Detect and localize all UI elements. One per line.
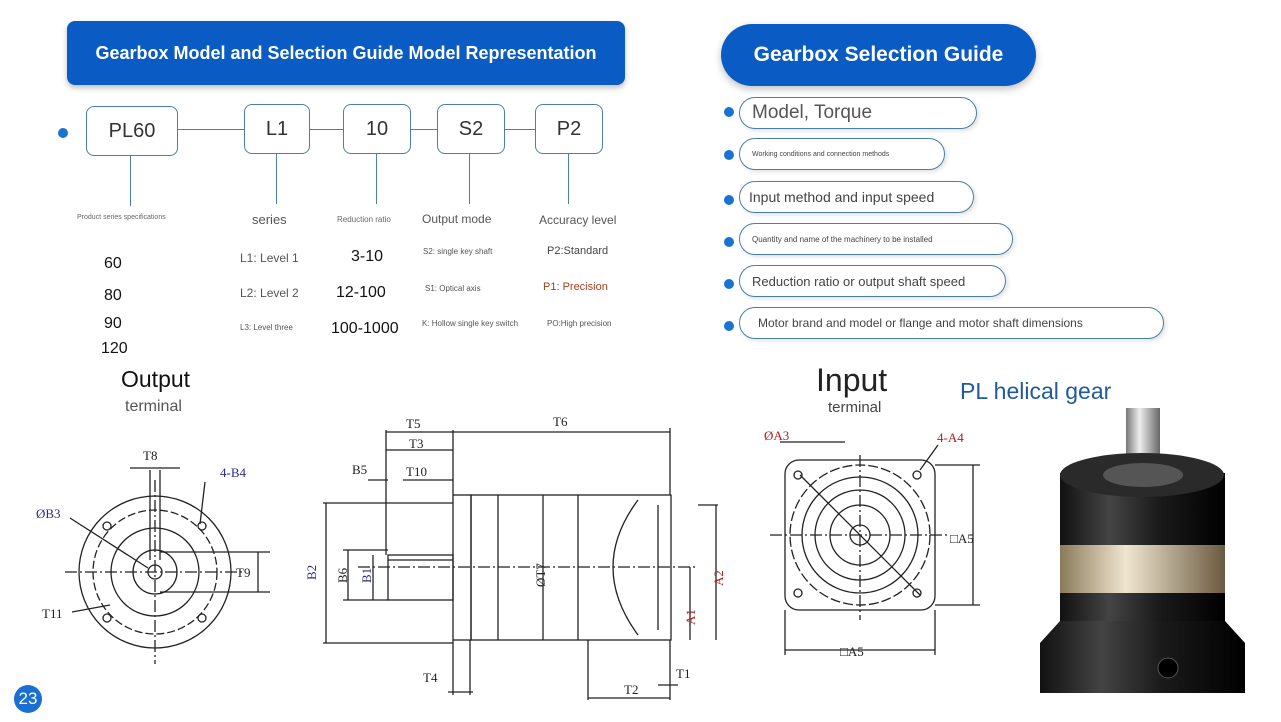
dim-a5-bottom: □A5	[840, 644, 864, 659]
leader-line	[568, 154, 569, 204]
guide-item: Model, Torque	[739, 97, 977, 129]
dim-t6: T6	[553, 414, 568, 429]
input-face-drawing: ØA3 4-A4 □A5 □A5	[764, 428, 980, 659]
side-view-drawing: T5 T3 T6 B5 T10 B2 B6 B1 ØT7 A2 A1 T4 T2…	[304, 414, 726, 700]
leader-line	[469, 154, 470, 204]
dim-t5: T5	[406, 416, 420, 431]
dim-b6: B6	[335, 567, 350, 583]
guide-item: Input method and input speed	[739, 181, 974, 213]
col-header: Output mode	[422, 212, 492, 226]
series-value: L1: Level 1	[240, 251, 299, 265]
dim-t4: T4	[423, 670, 438, 685]
bullet-icon	[724, 107, 734, 117]
accuracy-value: P1: Precision	[543, 281, 608, 293]
ratio-value: 100-1000	[331, 320, 399, 337]
dim-a4: 4-A4	[937, 430, 964, 445]
model-part-accuracy: P2	[535, 104, 603, 154]
dim-t7: ØT7	[533, 563, 548, 587]
col-header: Reduction ratio	[337, 215, 391, 224]
guide-item: Reduction ratio or output shaft speed	[739, 265, 1006, 297]
spec-value: 60	[104, 255, 122, 272]
ratio-value: 12-100	[336, 284, 386, 301]
output-subtitle: terminal	[125, 398, 182, 415]
spec-value: 120	[101, 340, 128, 357]
accuracy-value: P2:Standard	[547, 245, 609, 257]
col-header: Product series specifications	[77, 214, 166, 221]
guide-item: Quantity and name of the machinery to be…	[739, 223, 1013, 255]
model-part-level: L1	[244, 104, 310, 154]
bullet-icon	[724, 150, 734, 160]
model-part-series: PL60	[86, 106, 178, 156]
output-value: S2: single key shaft	[423, 247, 493, 256]
output-title: Output	[121, 366, 191, 392]
dim-t11: T11	[42, 606, 62, 621]
gearbox-product-image	[1040, 408, 1245, 693]
dim-b1: B1	[359, 568, 374, 583]
dim-a1: A1	[683, 609, 698, 625]
input-subtitle: terminal	[828, 399, 882, 416]
selection-guide-banner: Gearbox Selection Guide	[721, 24, 1036, 86]
model-guide-banner: Gearbox Model and Selection Guide Model …	[67, 21, 625, 85]
bullet-icon	[724, 279, 734, 289]
accuracy-value: PO:High precision	[547, 319, 612, 328]
series-value: L2: Level 2	[240, 286, 299, 300]
leader-line	[276, 154, 277, 204]
ratio-value: 3-10	[351, 248, 384, 265]
dim-t8: T8	[143, 448, 157, 463]
guide-item: Motor brand and model or flange and moto…	[739, 307, 1164, 339]
spec-value: 90	[104, 315, 122, 332]
model-part-output: S2	[437, 104, 505, 154]
dim-t10: T10	[406, 464, 427, 479]
model-part-ratio: 10	[343, 104, 411, 154]
dim-t2: T2	[624, 682, 638, 697]
output-value: S1: Optical axis	[425, 284, 481, 293]
output-face-drawing: T8 4-B4 ØB3 T9 T11	[36, 448, 270, 664]
bullet-icon	[58, 128, 68, 138]
dim-b2: B2	[304, 565, 319, 580]
dim-b3: ØB3	[36, 506, 61, 521]
guide-item: Working conditions and connection method…	[739, 138, 945, 170]
dim-a3: ØA3	[764, 428, 789, 443]
leader-line	[130, 156, 131, 206]
leader-line	[376, 154, 377, 204]
output-value: K: Hollow single key switch	[422, 319, 519, 328]
dim-b5: B5	[352, 462, 367, 477]
dim-t1: T1	[676, 666, 690, 681]
dim-a5-right: □A5	[950, 531, 974, 546]
dim-t3: T3	[409, 436, 423, 451]
col-header: series	[252, 212, 287, 227]
col-header: Accuracy level	[539, 213, 617, 227]
dim-b4: 4-B4	[220, 465, 247, 480]
input-title: Input	[816, 362, 888, 398]
spec-value: 80	[104, 287, 122, 304]
series-value: L3: Level three	[240, 323, 293, 332]
page-number: 23	[14, 685, 42, 713]
dim-a2: A2	[711, 570, 726, 586]
bullet-icon	[724, 237, 734, 247]
dim-t9: T9	[236, 565, 250, 580]
bullet-icon	[724, 321, 734, 331]
product-title: PL helical gear	[960, 378, 1112, 404]
bullet-icon	[724, 195, 734, 205]
